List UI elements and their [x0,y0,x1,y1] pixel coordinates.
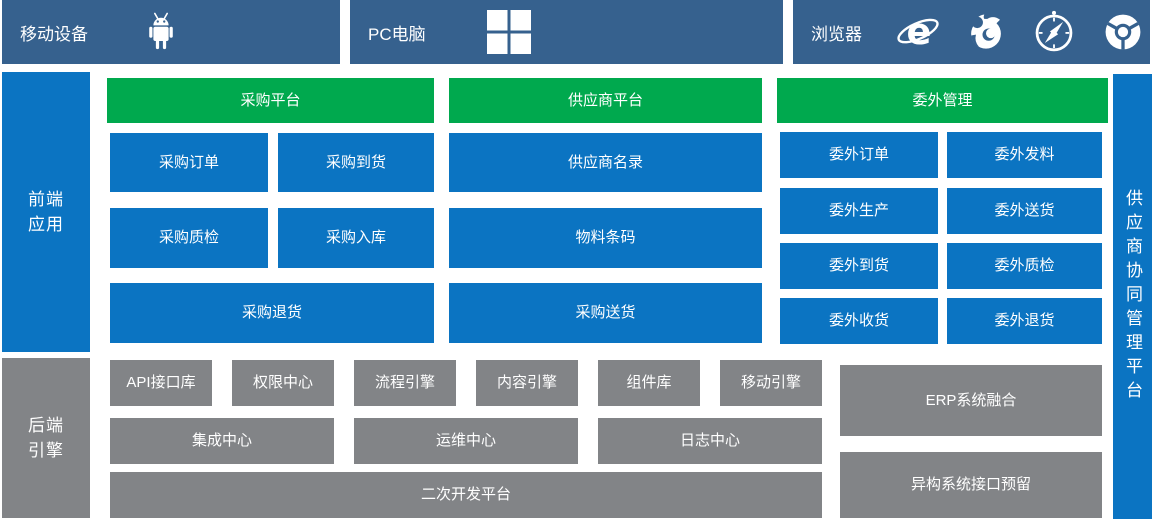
box-ops-center: 运维中心 [354,418,578,464]
android-icon [142,9,180,55]
frontend-apps-label: 前端应用 [28,189,64,235]
firefox-icon [965,10,1007,54]
box-purchase-delivery: 采购送货 [449,283,762,343]
box-process-engine: 流程引擎 [354,360,456,406]
box-supplier-directory: 供应商名录 [449,133,762,192]
safari-icon [1032,10,1076,54]
sidebar-frontend-apps: 前端应用 [2,72,90,352]
pc-label: PC电脑 [368,24,426,44]
box-outsource-qc: 委外质检 [947,243,1102,289]
box-outsource-return: 委外退货 [947,298,1102,344]
box-secondary-dev-platform: 二次开发平台 [110,472,822,518]
box-purchase-order: 采购订单 [110,133,268,192]
header-purchase-platform: 采购平台 [107,78,434,123]
backend-engine-label: 后端引擎 [28,415,64,461]
box-purchase-inbound: 采购入库 [278,208,434,268]
box-purchase-return: 采购退货 [110,283,434,343]
windows-icon [486,9,532,55]
box-component-library: 组件库 [598,360,700,406]
mobile-devices-label: 移动设备 [20,24,88,44]
box-permission-center: 权限中心 [232,360,334,406]
box-outsource-arrival: 委外到货 [780,243,938,289]
box-outsource-material-issue: 委外发料 [947,132,1102,178]
sidebar-backend-engine: 后端引擎 [2,358,90,518]
header-outsource-management: 委外管理 [777,78,1108,123]
box-purchase-arrival: 采购到货 [278,133,434,192]
right-platform-bar: 供应商协同管理平台 [1113,74,1152,519]
ie-icon: e [896,10,940,54]
supplier-collaboration-platform-label: 供应商协同管理平台 [1123,188,1142,405]
box-outsource-receipt: 委外收货 [780,298,938,344]
browser-icons-group: e [896,10,1145,54]
topbar-browser-section: 浏览器 e [793,0,1150,64]
box-outsource-order: 委外订单 [780,132,938,178]
chrome-icon [1101,10,1145,54]
box-mobile-engine: 移动引擎 [720,360,822,406]
svg-text:e: e [906,10,931,53]
box-integration-center: 集成中心 [110,418,334,464]
box-material-barcode: 物料条码 [449,208,762,268]
box-outsource-delivery: 委外送货 [947,188,1102,234]
box-erp-integration: ERP系统融合 [840,365,1102,436]
box-outsource-production: 委外生产 [780,188,938,234]
box-log-center: 日志中心 [598,418,822,464]
box-purchase-qc: 采购质检 [110,208,268,268]
topbar-pc-section: PC电脑 [350,0,783,64]
topbar-mobile-section: 移动设备 [2,0,340,64]
browsers-label: 浏览器 [811,24,862,44]
box-heterogeneous-interface: 异构系统接口预留 [840,452,1102,518]
header-supplier-platform: 供应商平台 [449,78,762,123]
box-content-engine: 内容引擎 [476,360,578,406]
box-api-library: API接口库 [110,360,212,406]
